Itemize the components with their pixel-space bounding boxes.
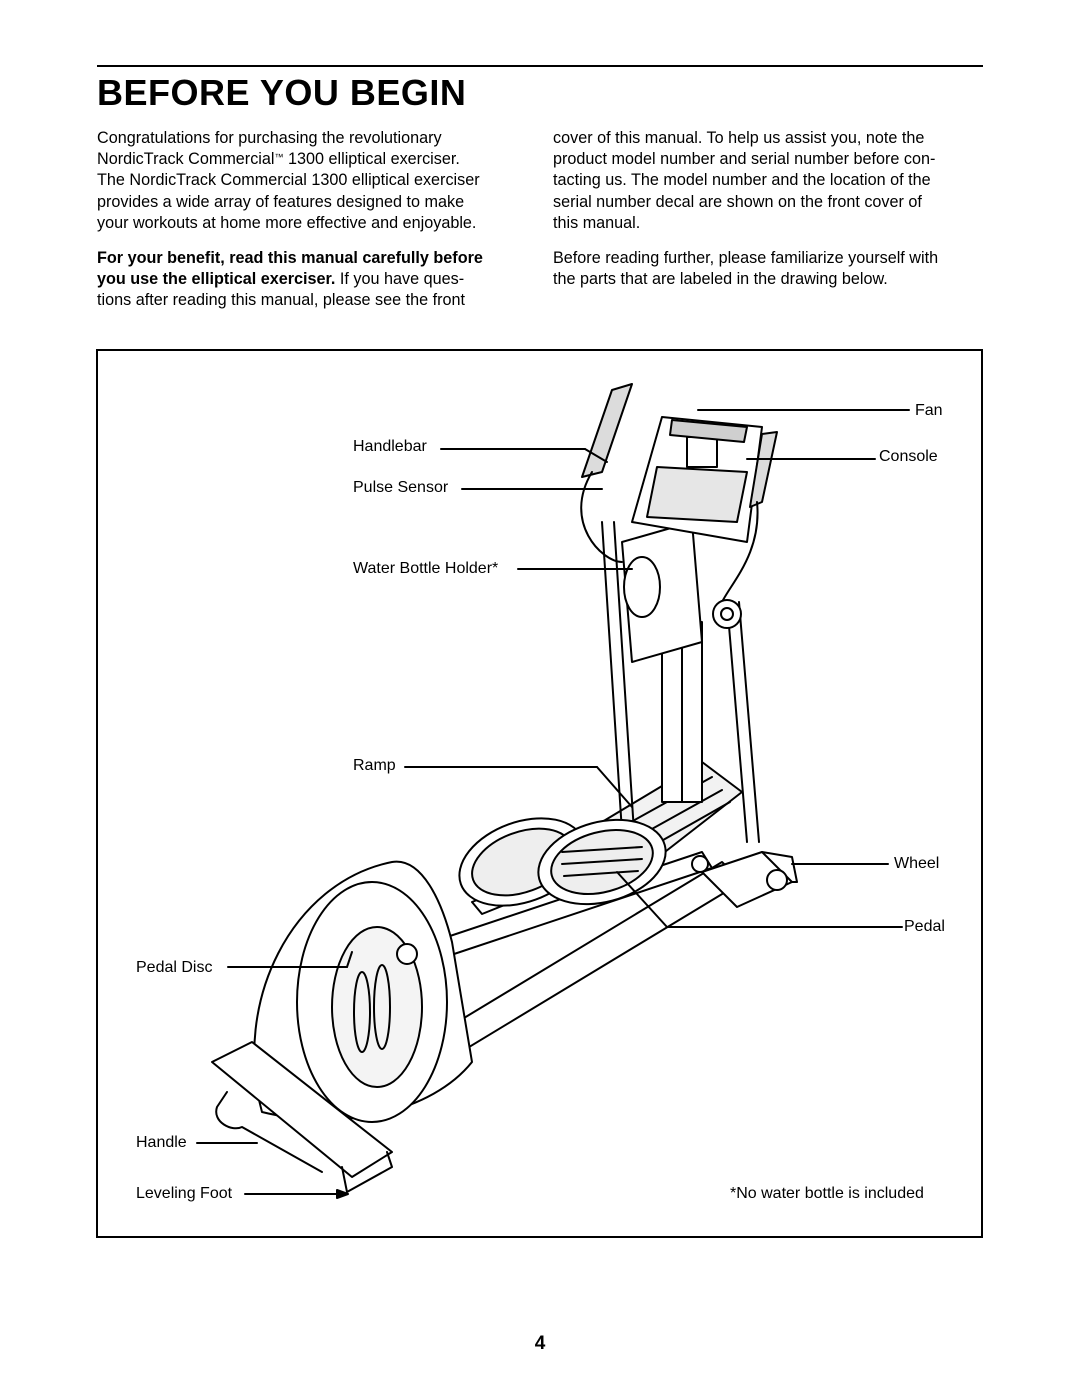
label-handle: Handle [136, 1134, 187, 1151]
text-line: provides a wide array of features design… [97, 192, 465, 211]
text-line: cover of this manual. To help us assist … [553, 129, 925, 147]
label-pulse-sensor: Pulse Sensor [353, 479, 449, 496]
text-line: the parts that are labeled in the drawin… [553, 270, 888, 289]
intro-paragraph-1: Congratulations for purchasing the revol… [97, 128, 527, 234]
elliptical-drawing [196, 383, 910, 1199]
text-line: Before reading further, please familiari… [553, 249, 939, 268]
label-pedal: Pedal [904, 918, 945, 935]
intro-left-column: Congratulations for purchasing the revol… [97, 128, 527, 326]
plain-text: If you have ques- [335, 270, 465, 289]
text-line: NordicTrack Commercial™ 1300 elliptical … [97, 149, 527, 170]
text-line: tacting us. The model number and the loc… [553, 171, 931, 190]
intro-paragraph-3: cover of this manual. To help us assist … [553, 128, 983, 234]
text-line: your workouts at home more effective and… [97, 213, 477, 232]
label-pedal-disc: Pedal Disc [136, 959, 213, 976]
intro-right-column: cover of this manual. To help us assist … [553, 128, 983, 304]
intro-paragraph-4: Before reading further, please familiari… [553, 248, 983, 290]
label-console: Console [879, 448, 938, 465]
intro-paragraph-2: For your benefit, read this manual caref… [97, 248, 527, 312]
page-number: 4 [534, 1333, 546, 1354]
footnote: *No water bottle is included [730, 1185, 924, 1202]
text-line: you use the elliptical exerciser. If you… [97, 269, 527, 290]
trademark-symbol: ™ [274, 152, 284, 163]
text-line: this manual. [553, 213, 641, 232]
model-text: 1300 elliptical exerciser. [283, 150, 460, 169]
text-line: product model number and serial number b… [553, 150, 936, 169]
label-leveling-foot: Leveling Foot [136, 1185, 233, 1202]
page-title: BEFORE YOU BEGIN [97, 72, 467, 113]
brand-name: NordicTrack Commercial [97, 150, 275, 169]
text-line: For your benefit, read this manual caref… [97, 249, 483, 268]
label-ramp: Ramp [353, 757, 396, 774]
text-line: tions after reading this manual, please … [97, 291, 466, 310]
text-line: The NordicTrack Commercial 1300 elliptic… [97, 171, 480, 190]
label-wheel: Wheel [894, 855, 940, 872]
parts-diagram: Fan Handlebar Console Pulse Sensor Water… [96, 349, 983, 1238]
emphasis-text: you use the elliptical exerciser. [97, 270, 336, 289]
label-handlebar: Handlebar [353, 438, 427, 455]
text-line: serial number decal are shown on the fro… [553, 192, 922, 211]
label-water-bottle-holder: Water Bottle Holder* [353, 560, 499, 577]
label-fan: Fan [915, 402, 943, 419]
header-rule [97, 65, 983, 67]
text-line: Congratulations for purchasing the revol… [97, 129, 442, 147]
